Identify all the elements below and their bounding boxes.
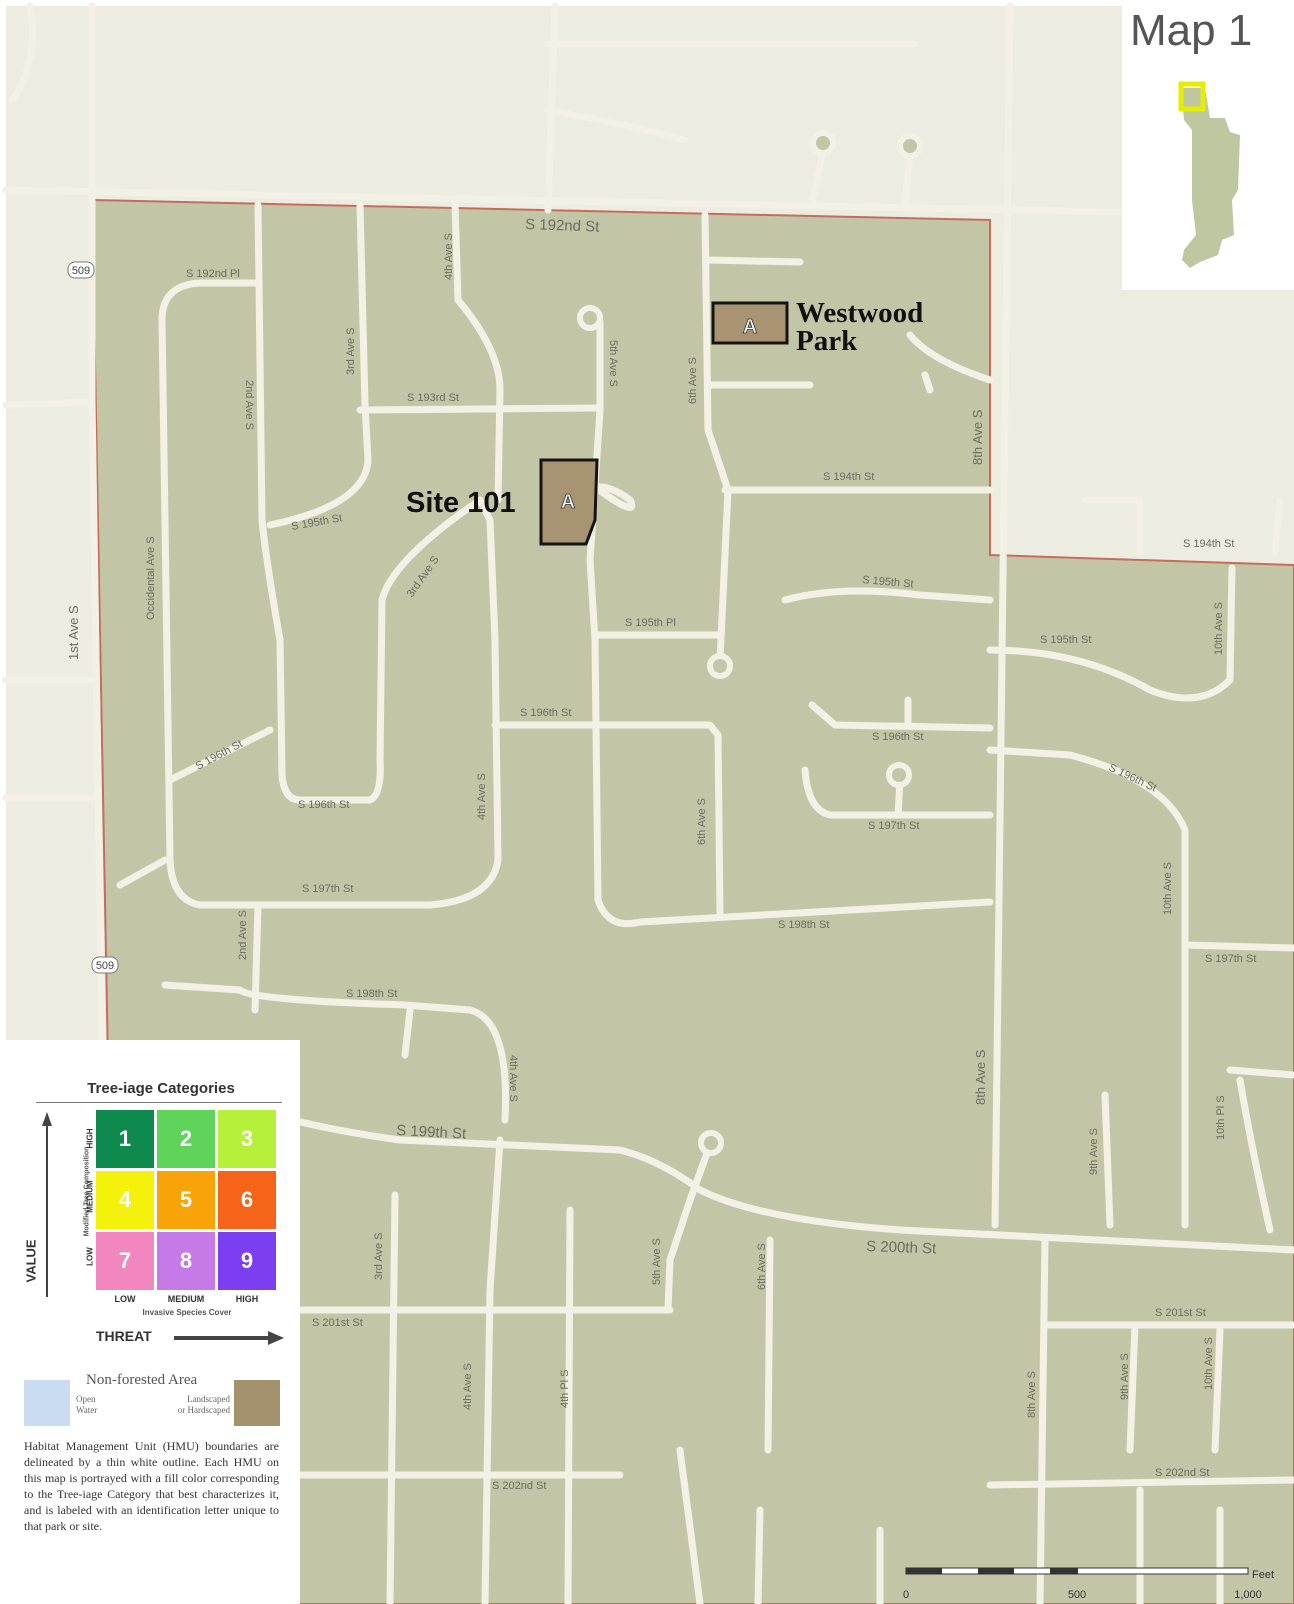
street-label: 6th Ave S bbox=[756, 1243, 768, 1290]
category-cell: 1 bbox=[96, 1110, 154, 1168]
street-label: S 192nd Pl bbox=[186, 268, 240, 280]
row-label-high: HIGH bbox=[85, 1128, 95, 1149]
row-label-medium: MEDIUM bbox=[85, 1180, 95, 1213]
open-water-swatch bbox=[24, 1380, 70, 1426]
value-axis-label: VALUE bbox=[23, 1239, 39, 1283]
street-label: 8th Ave S bbox=[973, 1049, 988, 1105]
svg-text:1,000: 1,000 bbox=[1234, 1589, 1262, 1601]
svg-text:509: 509 bbox=[96, 960, 114, 972]
westwood-park-letter: A bbox=[743, 316, 757, 338]
street-label: 4th Pl S bbox=[559, 1369, 571, 1408]
svg-text:0: 0 bbox=[903, 1589, 909, 1601]
street-label: 5th Ave S bbox=[651, 1238, 663, 1285]
street-label: S 195th Pl bbox=[625, 617, 676, 629]
col-label-low: LOW bbox=[114, 1294, 136, 1304]
street-label: Occidental Ave S bbox=[145, 536, 157, 620]
street-label: 10th Ave S bbox=[1213, 602, 1225, 655]
legend-panel: Tree-iage Categories VALUE Modified Tree… bbox=[6, 1040, 300, 1604]
street-label: S 202nd St bbox=[492, 1480, 546, 1492]
street-label: 3rd Ave S bbox=[373, 1233, 385, 1281]
site-101-site[interactable] bbox=[539, 458, 599, 546]
locator-land-shape bbox=[1181, 88, 1240, 268]
street-label: S 194th St bbox=[823, 471, 874, 483]
landscaped-swatch bbox=[234, 1380, 280, 1426]
threat-arrow-icon bbox=[174, 1331, 284, 1345]
street-label: 10th Ave S bbox=[1162, 862, 1174, 915]
open-water-label: Open Water bbox=[76, 1394, 98, 1415]
street-label: 1st Ave S bbox=[66, 605, 81, 660]
street-label: S 201st St bbox=[1155, 1307, 1206, 1319]
legend-title: Tree-iage Categories bbox=[87, 1080, 235, 1097]
category-cell: 4 bbox=[96, 1171, 154, 1229]
street-label: 5th Ave S bbox=[607, 340, 619, 387]
street-label: S 195th St bbox=[862, 574, 914, 590]
street-label: 6th Ave S bbox=[696, 798, 708, 845]
street-label: 4th Ave S bbox=[476, 773, 488, 820]
street-label: 6th Ave S bbox=[687, 357, 699, 404]
svg-text:509: 509 bbox=[72, 265, 90, 277]
street-label: 10th Pl S bbox=[1215, 1095, 1227, 1140]
category-cell: 3 bbox=[218, 1110, 276, 1168]
street-label: S 198th St bbox=[346, 988, 397, 1000]
category-cell: 6 bbox=[218, 1171, 276, 1229]
street-label: 9th Ave S bbox=[1088, 1128, 1100, 1175]
street-label: 2nd Ave S bbox=[237, 910, 249, 960]
street-label: 4th Ave S bbox=[507, 1055, 519, 1102]
street-label: S 202nd St bbox=[1155, 1467, 1209, 1479]
tree-iage-grid: 1 2 3 4 5 6 7 8 9 bbox=[96, 1110, 278, 1292]
locator-highlight bbox=[1178, 81, 1206, 112]
site-101-label: Site 101 bbox=[406, 487, 516, 519]
legend-divider bbox=[36, 1102, 282, 1103]
street-label: S 196th St bbox=[298, 799, 349, 811]
street-label: 4th Ave S bbox=[462, 1363, 474, 1410]
site-101-letter: A bbox=[561, 491, 575, 513]
cul-de-sacs bbox=[577, 130, 923, 1156]
street-label: 4th Ave S bbox=[443, 233, 455, 280]
street-label: S 193rd St bbox=[407, 392, 459, 404]
hmu-note: Habitat Management Unit (HMU) boundaries… bbox=[24, 1439, 279, 1533]
street-label: S 197th St bbox=[1205, 953, 1256, 965]
highway-shield: 509 bbox=[67, 261, 95, 279]
map-title: Map 1 bbox=[1130, 6, 1253, 55]
street-label: S 200th St bbox=[866, 1238, 937, 1257]
svg-text:Feet: Feet bbox=[1252, 1569, 1274, 1581]
westwood-park-label-2: Park bbox=[796, 325, 858, 357]
street-label: S 192nd St bbox=[525, 216, 601, 236]
col-label-high: HIGH bbox=[235, 1294, 259, 1304]
landscaped-label: Landscaped or Hardscaped bbox=[177, 1394, 230, 1415]
non-forested-title: Non-forested Area bbox=[86, 1372, 198, 1388]
street-label: 2nd Ave S bbox=[243, 380, 255, 430]
street-label: 10th Ave S bbox=[1203, 1337, 1215, 1390]
value-arrow-icon bbox=[42, 1112, 52, 1297]
col-label-medium: MEDIUM bbox=[167, 1294, 205, 1304]
street-label: S 196th St bbox=[520, 707, 571, 719]
street-label: 8th Ave S bbox=[970, 409, 985, 465]
street-label: S 197th St bbox=[302, 883, 353, 895]
scale-bar: Feet 0 500 1,000 bbox=[903, 1567, 1274, 1601]
street-label: S 201st St bbox=[312, 1317, 363, 1329]
westwood-park-site[interactable] bbox=[711, 301, 789, 345]
svg-text:500: 500 bbox=[1068, 1589, 1086, 1601]
category-cell: 5 bbox=[157, 1171, 215, 1229]
highway-shield: 509 bbox=[91, 956, 119, 974]
category-cell: 2 bbox=[157, 1110, 215, 1168]
row-label-low: LOW bbox=[85, 1247, 95, 1266]
street-label: S 194th St bbox=[1183, 538, 1234, 550]
category-cell: 8 bbox=[157, 1232, 215, 1290]
threat-axis-label: THREAT bbox=[96, 1328, 152, 1344]
threat-axis-sublabel: Invasive Species Cover bbox=[142, 1308, 232, 1317]
category-cell: 9 bbox=[218, 1232, 276, 1290]
street-label: S 199th St bbox=[396, 1122, 468, 1143]
street-label: 9th Ave S bbox=[1119, 1353, 1131, 1400]
westwood-park-label-1: Westwood bbox=[796, 297, 923, 329]
street-label: S 196th St bbox=[872, 731, 923, 743]
street-label: 3rd Ave S bbox=[345, 328, 357, 376]
street-label: S 197th St bbox=[868, 820, 919, 832]
category-cell: 7 bbox=[96, 1232, 154, 1290]
street-label: S 195th St bbox=[1040, 634, 1091, 646]
street-label: 8th Ave S bbox=[1026, 1371, 1038, 1418]
street-label: S 198th St bbox=[778, 919, 829, 931]
